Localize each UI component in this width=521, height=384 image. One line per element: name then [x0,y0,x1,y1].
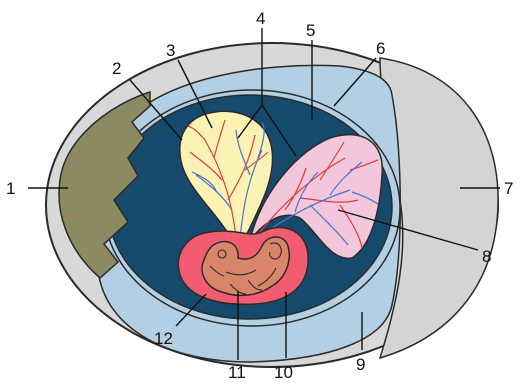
label-7: 7 [504,179,513,198]
label-8: 8 [482,247,491,266]
label-6: 6 [376,39,385,58]
label-11: 11 [228,363,246,382]
label-10: 10 [274,363,293,382]
label-1: 1 [6,179,15,198]
label-5: 5 [306,21,315,40]
label-2: 2 [112,59,121,78]
label-12: 12 [154,329,173,348]
label-3: 3 [166,41,175,60]
label-9: 9 [356,355,365,374]
label-4: 4 [256,9,265,28]
